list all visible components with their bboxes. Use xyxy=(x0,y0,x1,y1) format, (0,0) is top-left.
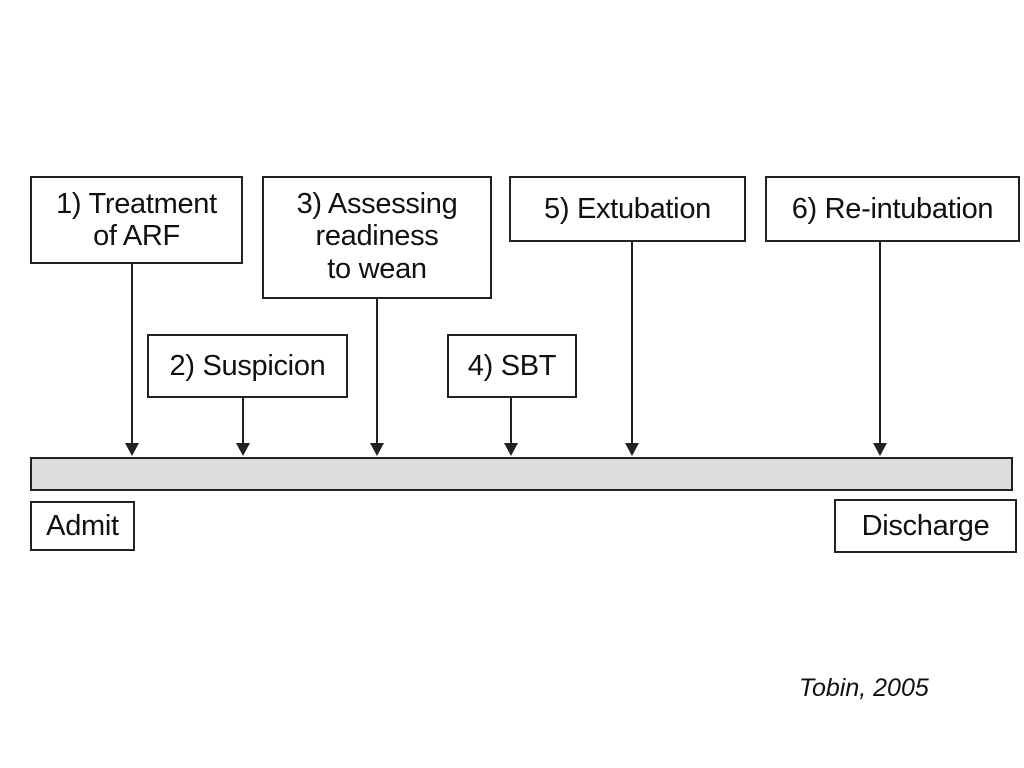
step-2-label: 2) Suspicion xyxy=(169,349,326,382)
timeline-bar xyxy=(30,457,1013,491)
admit-box: Admit xyxy=(30,501,135,551)
step-2-box: 2) Suspicion xyxy=(147,334,348,398)
admit-label: Admit xyxy=(46,509,119,542)
discharge-box: Discharge xyxy=(834,499,1017,553)
step-1-box: 1) Treatment of ARF xyxy=(30,176,243,264)
step-5-box: 5) Extubation xyxy=(509,176,746,242)
citation: Tobin, 2005 xyxy=(799,674,929,702)
step-3-label: 3) Assessing readiness to wean xyxy=(296,188,458,285)
step-4-label: 4) SBT xyxy=(467,349,557,382)
step-1-label: 1) Treatment of ARF xyxy=(56,188,217,253)
step-6-box: 6) Re-intubation xyxy=(765,176,1020,242)
step-6-label: 6) Re-intubation xyxy=(791,192,994,225)
discharge-label: Discharge xyxy=(861,509,990,542)
step-5-label: 5) Extubation xyxy=(544,192,711,225)
step-3-box: 3) Assessing readiness to wean xyxy=(262,176,492,299)
step-4-box: 4) SBT xyxy=(447,334,577,398)
